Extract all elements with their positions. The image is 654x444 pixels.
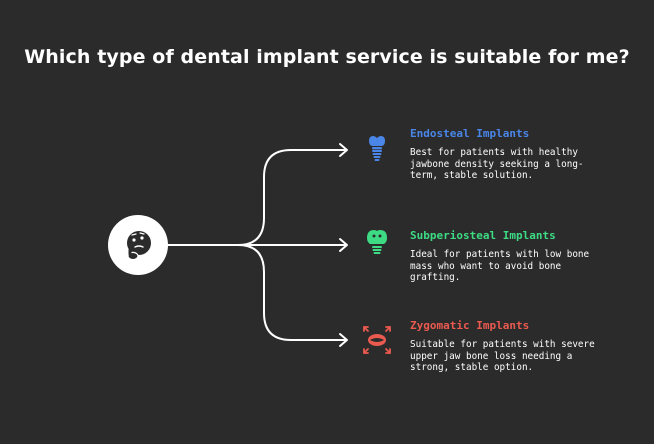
jaw-expand-icon — [363, 326, 391, 354]
arrowhead-subperiosteal — [339, 238, 348, 252]
connector-endosteal — [167, 149, 347, 246]
option-title: Zygomatic Implants — [410, 319, 530, 332]
arrowhead-zygomatic — [339, 333, 348, 347]
option-description: Ideal for patients with low bone mass wh… — [410, 249, 590, 284]
option-zygomatic: Zygomatic Implants Suitable for patients… — [410, 319, 630, 374]
connector-zygomatic — [167, 244, 347, 341]
option-endosteal: Endosteal Implants Best for patients wit… — [410, 127, 630, 182]
option-description: Suitable for patients with severe upper … — [410, 339, 595, 374]
option-title: Endosteal Implants — [410, 127, 530, 140]
option-title: Subperiosteal Implants — [410, 229, 556, 242]
center-hub — [108, 215, 168, 275]
option-subperiosteal: Subperiosteal Implants Ideal for patient… — [410, 229, 630, 284]
option-description: Best for patients with healthy jawbone d… — [410, 147, 584, 182]
arrowhead-endosteal — [339, 143, 348, 157]
dental-implant-icon — [369, 136, 385, 161]
thinking-face-icon — [127, 231, 151, 261]
diagram-title: Which type of dental implant service is … — [24, 46, 630, 68]
tooth-implant-icon — [367, 230, 387, 254]
